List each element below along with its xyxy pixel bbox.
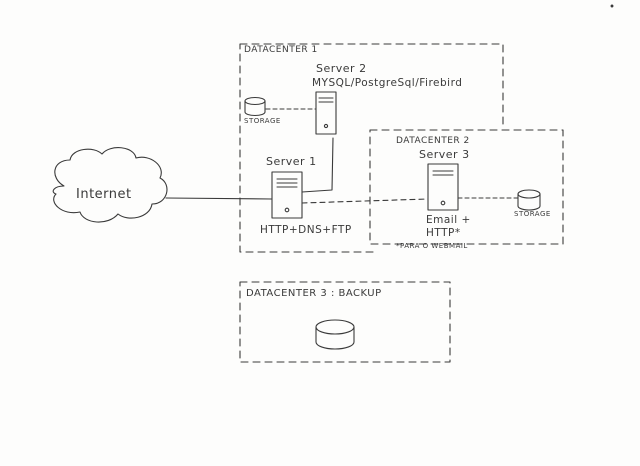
link-server1-server2 [301,137,334,193]
datacenter-1-label: DATACENTER 1 [244,45,318,55]
storage-dc1-label: STORAGE [244,117,281,125]
backup-storage-icon [315,319,355,350]
internet-label: Internet [76,187,132,202]
link-server1-server3 [301,198,429,204]
server3-role-line2: HTTP* [426,227,461,239]
link-internet-server1 [165,197,273,200]
server2-role-label: MYSQL/PostgreSql/Firebird [312,77,463,89]
server3-name-label: Server 3 [419,148,470,161]
server3-icon [427,163,459,211]
server3-role-line1: Email + [426,214,471,226]
datacenter-2-label: DATACENTER 2 [396,136,470,146]
server1-name-label: Server 1 [266,155,317,168]
server3-note-label: *PARA O WEBMAIL [396,242,468,250]
datacenter-2-boundary [369,129,564,245]
server2-icon [315,91,337,135]
pencil-dot [610,4,614,8]
datacenter-3-label: DATACENTER 3 : BACKUP [246,288,382,299]
storage-dc2-label: STORAGE [514,210,551,218]
server2-name-label: Server 2 [316,62,367,75]
storage-dc2-icon [517,189,541,211]
storage-dc1-icon [244,96,266,117]
server1-icon [271,171,303,219]
server1-role-label: HTTP+DNS+FTP [260,224,352,236]
datacenter-3-boundary [239,281,451,363]
datacenter-1-boundary [239,43,504,253]
internet-cloud [52,147,168,223]
